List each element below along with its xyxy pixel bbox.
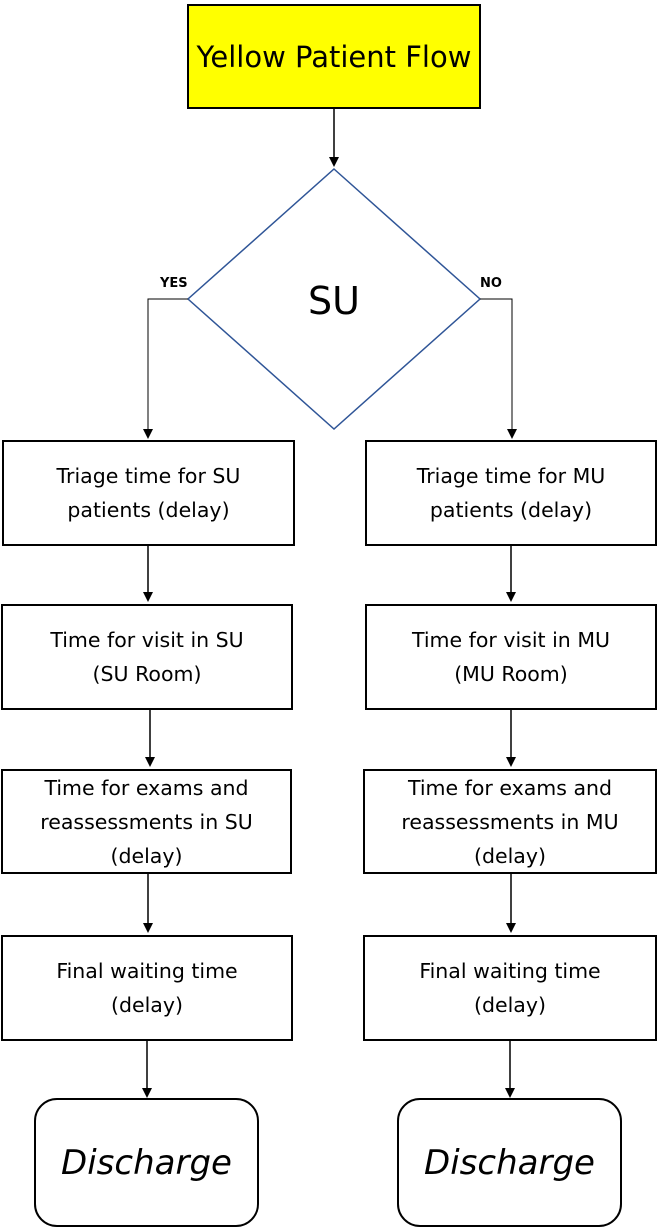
box-right-final — [363, 935, 657, 1041]
box-right-triage — [365, 440, 657, 546]
connector-yes-branch — [143, 298, 188, 439]
left-final-label: Final waiting time (delay) — [56, 959, 238, 1017]
right-visit-label: Time for visit in MU (MU Room) — [411, 628, 611, 686]
left-exams-label: Time for exams and reassessments in SU (… — [40, 775, 253, 868]
box-left-visit — [1, 604, 293, 710]
branch-label-yes: YES — [160, 276, 188, 291]
right-triage-label: Triage time for MU patients (delay) — [416, 464, 606, 522]
left-triage-label: Triage time for SU patients (delay) — [56, 464, 241, 522]
box-left-triage — [2, 440, 295, 546]
right-discharge-label: Discharge — [424, 1142, 595, 1183]
decision-label: SU — [308, 279, 360, 323]
box-right-exams — [363, 769, 657, 874]
left-visit-label: Time for visit in SU (SU Room) — [50, 628, 244, 686]
branch-label-no: NO — [480, 276, 502, 291]
decision-diamond — [186, 167, 482, 431]
right-final-label: Final waiting time (delay) — [419, 959, 601, 1017]
terminal-right-discharge — [397, 1098, 622, 1227]
terminal-left-discharge — [34, 1098, 259, 1227]
box-left-exams — [1, 769, 292, 874]
connector-no-branch — [480, 298, 517, 439]
right-exams-label: Time for exams and reassessments in MU (… — [401, 775, 619, 868]
title-box — [187, 4, 481, 109]
box-right-visit — [365, 604, 657, 710]
title-label: Yellow Patient Flow — [196, 39, 472, 74]
left-discharge-label: Discharge — [61, 1142, 232, 1183]
